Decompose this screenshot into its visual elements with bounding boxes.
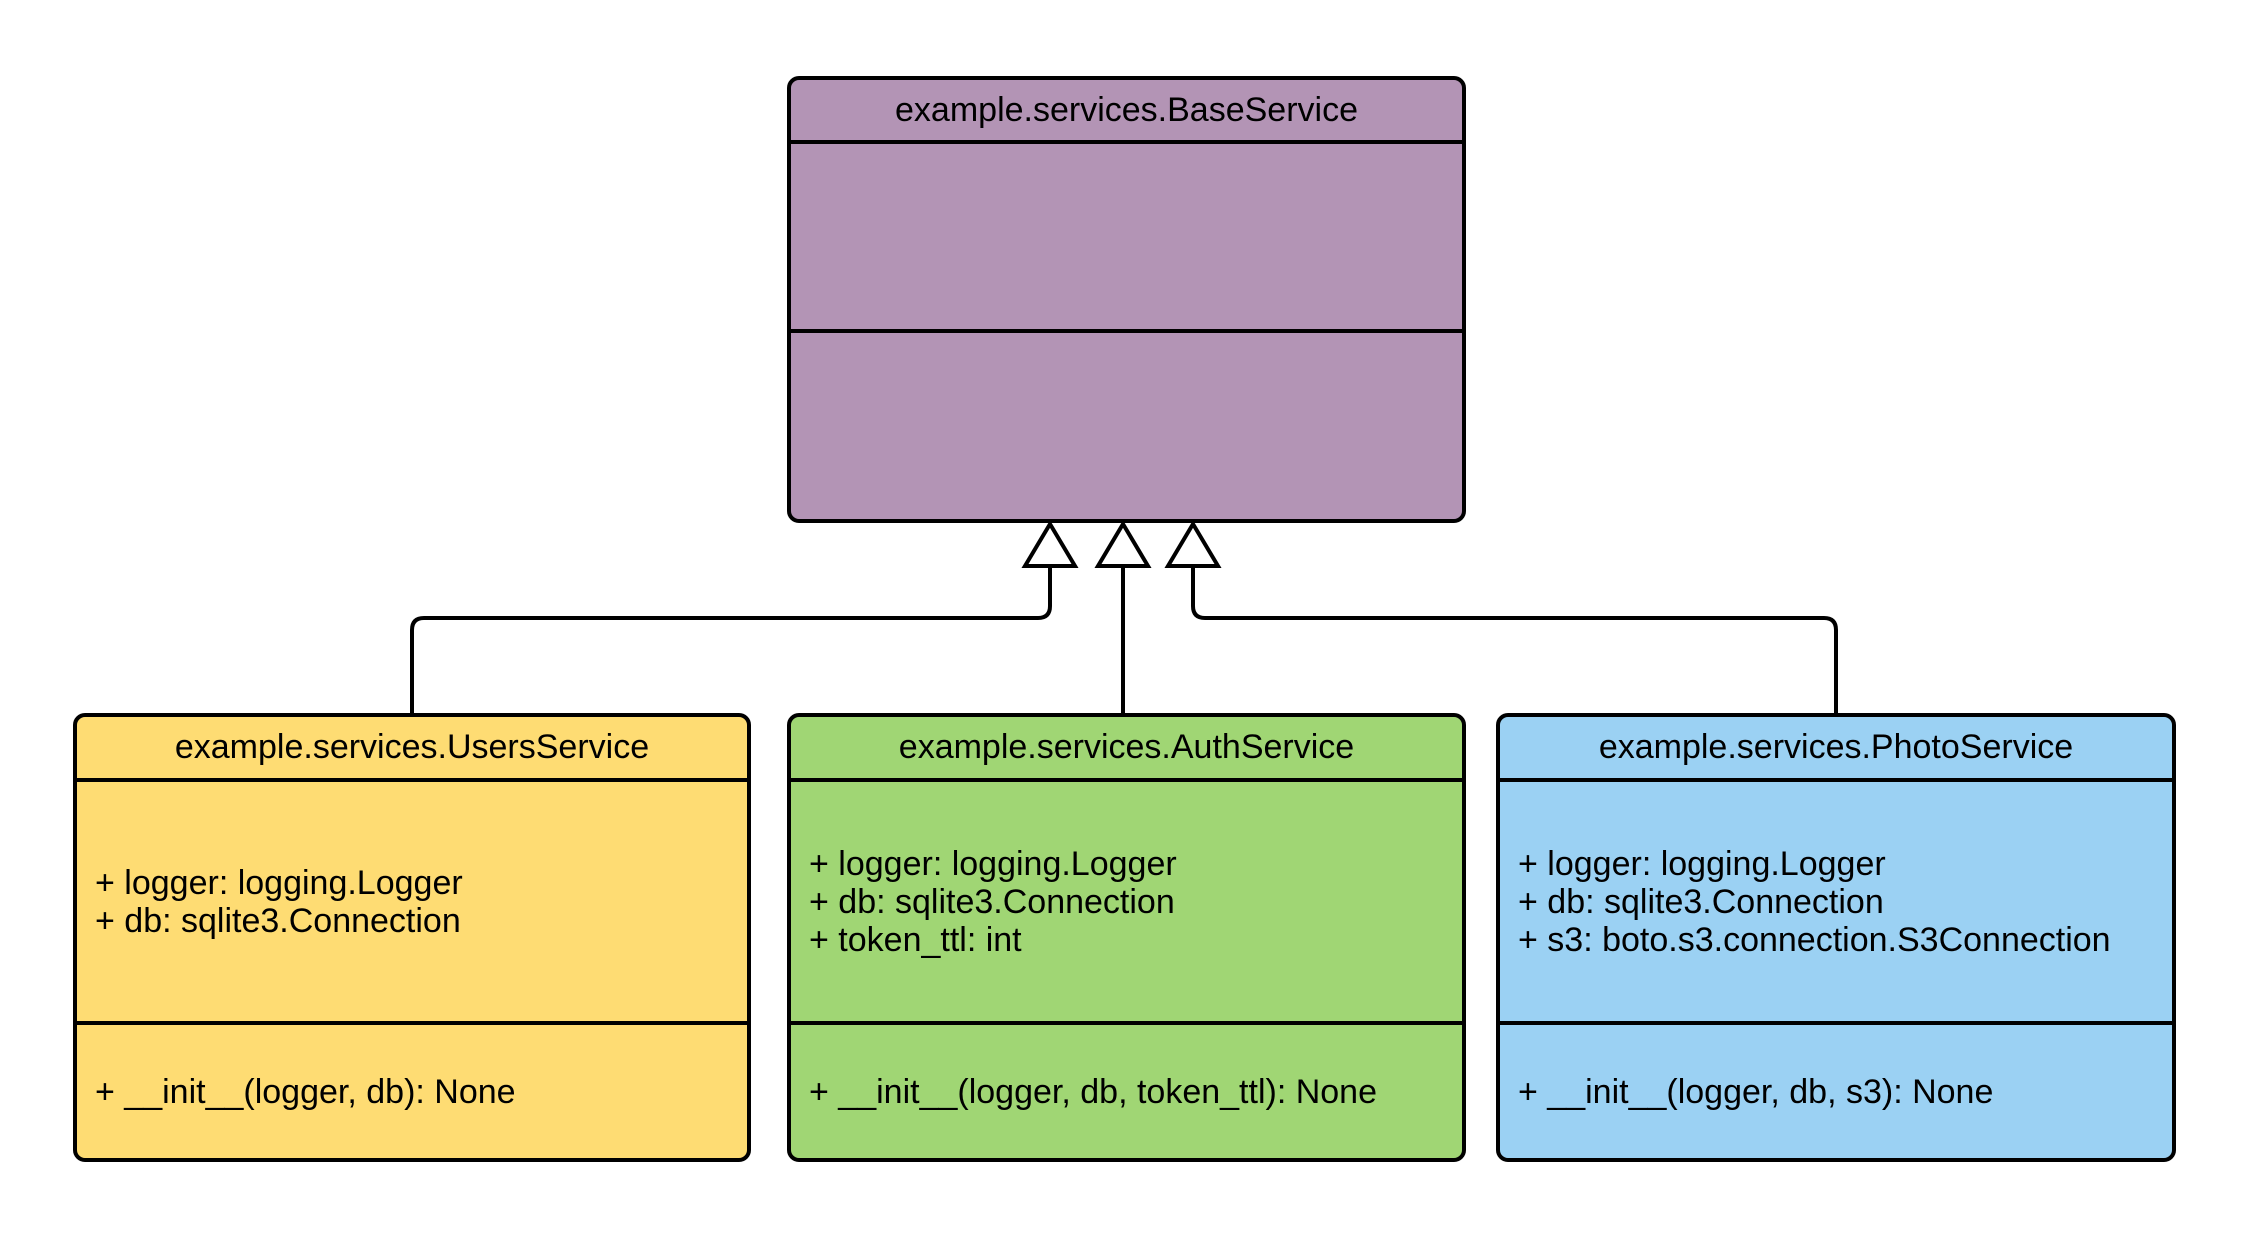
class-title: example.services.AuthService	[791, 717, 1462, 782]
class-attribute: + logger: logging.Logger	[809, 844, 1177, 883]
class-method: + __init__(logger, db): None	[95, 1072, 516, 1111]
class-attribute: + logger: logging.Logger	[1518, 844, 1886, 883]
class-attribute: + token_ttl: int	[809, 920, 1022, 959]
inheritance-arrowhead-icon-users	[1021, 520, 1079, 568]
inheritance-connector-photoservice	[1191, 566, 1838, 715]
class-title: example.services.PhotoService	[1500, 717, 2172, 782]
class-attribute: + db: sqlite3.Connection	[809, 882, 1175, 921]
class-methods-section: + __init__(logger, db, s3): None	[1500, 1025, 2172, 1158]
class-attributes-section: + logger: logging.Logger + db: sqlite3.C…	[77, 782, 747, 1025]
inheritance-arrowhead-icon-auth	[1094, 520, 1152, 568]
class-attribute: + db: sqlite3.Connection	[95, 901, 461, 940]
class-method: + __init__(logger, db, s3): None	[1518, 1072, 1994, 1111]
class-box-usersservice: example.services.UsersService + logger: …	[73, 713, 751, 1162]
class-title: example.services.BaseService	[791, 80, 1462, 144]
class-attribute: + logger: logging.Logger	[95, 863, 463, 902]
class-box-baseservice: example.services.BaseService	[787, 76, 1466, 523]
class-title: example.services.UsersService	[77, 717, 747, 782]
class-box-authservice: example.services.AuthService + logger: l…	[787, 713, 1466, 1162]
inheritance-connector-usersservice	[410, 566, 1052, 715]
class-attributes-section	[791, 144, 1462, 333]
class-attribute: + db: sqlite3.Connection	[1518, 882, 1884, 921]
class-methods-section: + __init__(logger, db): None	[77, 1025, 747, 1158]
class-methods-section	[791, 333, 1462, 519]
class-attribute: + s3: boto.s3.connection.S3Connection	[1518, 920, 2111, 959]
class-methods-section: + __init__(logger, db, token_ttl): None	[791, 1025, 1462, 1158]
class-attributes-section: + logger: logging.Logger + db: sqlite3.C…	[1500, 782, 2172, 1025]
class-box-photoservice: example.services.PhotoService + logger: …	[1496, 713, 2176, 1162]
class-method: + __init__(logger, db, token_ttl): None	[809, 1072, 1377, 1111]
inheritance-arrowhead-icon-photo	[1164, 520, 1222, 568]
class-attributes-section: + logger: logging.Logger + db: sqlite3.C…	[791, 782, 1462, 1025]
